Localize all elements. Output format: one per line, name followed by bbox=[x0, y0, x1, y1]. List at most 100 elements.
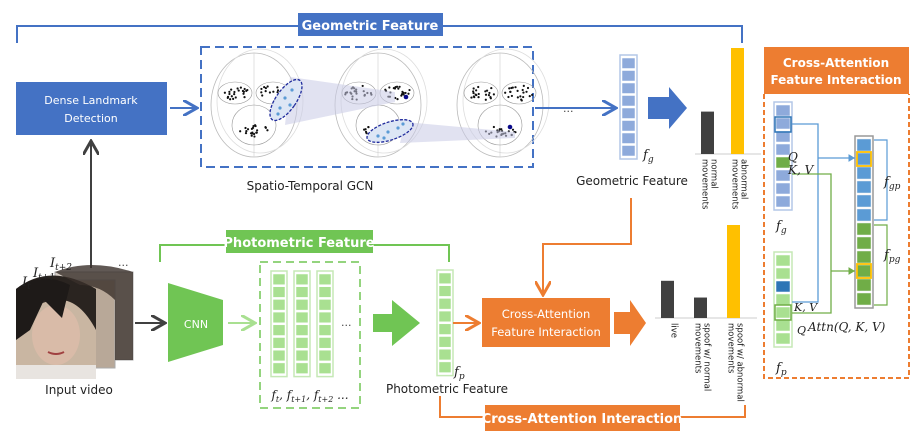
landmark-point bbox=[492, 125, 495, 129]
landmark-point bbox=[477, 85, 480, 89]
landmark-point bbox=[251, 132, 254, 135]
landmark-point bbox=[252, 124, 255, 128]
landmark-point bbox=[223, 91, 226, 94]
landmark-point bbox=[250, 127, 254, 130]
landmark-point bbox=[516, 96, 519, 99]
detail-output-cell bbox=[856, 166, 872, 180]
landmark-point bbox=[236, 87, 239, 90]
cross-attention-detail-panel: Cross-Attention Feature Interaction bbox=[763, 47, 910, 379]
detail-fp-symbol: fp bbox=[775, 361, 787, 378]
landmark-point bbox=[519, 95, 522, 98]
landmark-point bbox=[264, 87, 267, 90]
detail-output-frame bbox=[854, 135, 874, 309]
frame-vector-1-cell bbox=[295, 273, 309, 285]
frame-vector-2-cell bbox=[318, 349, 332, 362]
fusion-big-arrow bbox=[614, 300, 646, 346]
fp-cell bbox=[438, 348, 452, 361]
fg-cell bbox=[621, 57, 636, 69]
landmark-point bbox=[520, 99, 523, 102]
landmark-point bbox=[250, 134, 253, 137]
detail-fg-cell bbox=[775, 143, 791, 156]
frame-vector-2-frame bbox=[316, 270, 334, 378]
landmark-point bbox=[256, 129, 259, 132]
detail-fp-frame bbox=[773, 251, 793, 348]
landmark-point bbox=[272, 90, 275, 93]
landmark-point bbox=[263, 85, 266, 89]
landmark-point bbox=[266, 85, 269, 88]
frame-vector-0-cell bbox=[272, 273, 286, 285]
landmark-point bbox=[514, 86, 517, 89]
detail-output-cell bbox=[856, 292, 872, 306]
landmark-point bbox=[472, 95, 475, 98]
landmark-point bbox=[492, 93, 495, 96]
landmark-point bbox=[472, 87, 475, 90]
landmark-point bbox=[393, 87, 397, 90]
landmark-point bbox=[474, 93, 477, 96]
landmark-point bbox=[261, 94, 264, 97]
q-to-kv-link-green bbox=[792, 173, 832, 314]
graph-node bbox=[376, 134, 380, 138]
landmark-point bbox=[228, 92, 231, 96]
detail-output-cell bbox=[856, 250, 872, 264]
landmark-point bbox=[404, 91, 407, 95]
detail-fp-cell bbox=[775, 280, 791, 293]
landmark-point bbox=[528, 95, 531, 98]
fp-symbol: fp bbox=[453, 365, 465, 382]
landmark-point bbox=[244, 132, 248, 135]
landmark-point bbox=[498, 128, 501, 131]
tick-label: spoof w/ abnormal bbox=[735, 323, 745, 402]
geometric-feature-bracket: Geometric Feature bbox=[16, 13, 743, 43]
detail-fgp-symbol: fgp bbox=[883, 175, 901, 192]
detail-title-line2: Feature Interaction bbox=[770, 73, 901, 87]
landmark-point bbox=[367, 125, 370, 129]
landmark-point bbox=[266, 129, 269, 132]
landmark-point bbox=[252, 132, 256, 136]
detail-output-cell bbox=[856, 152, 872, 166]
landmark-point bbox=[239, 130, 242, 133]
landmark-point bbox=[510, 94, 514, 98]
highlight-node bbox=[507, 124, 513, 130]
landmark-point bbox=[477, 96, 480, 99]
detail-output-highlight-gp bbox=[856, 151, 872, 167]
landmark-point bbox=[395, 85, 399, 88]
landmark-point bbox=[229, 98, 232, 101]
landmark-point bbox=[233, 90, 236, 94]
landmark-point bbox=[234, 96, 237, 99]
bar-spoof-w-abnormal-movements bbox=[727, 225, 740, 318]
fg-cell bbox=[621, 70, 636, 82]
fp-cell bbox=[438, 298, 452, 310]
landmark-point bbox=[237, 89, 240, 92]
photometric-feature-header bbox=[226, 230, 373, 253]
face-outline-shadow bbox=[462, 48, 550, 154]
landmark-point bbox=[253, 135, 256, 138]
landmark-point bbox=[242, 90, 246, 93]
eye-region bbox=[463, 81, 499, 105]
frame-vector-1-cell bbox=[295, 324, 309, 336]
cross-attention-box bbox=[482, 298, 610, 347]
fg-cell bbox=[621, 107, 636, 119]
tick-label: movements bbox=[726, 323, 736, 374]
cross-attention-interaction-header bbox=[485, 405, 680, 431]
frame-vector-0-cell bbox=[272, 349, 286, 362]
detail-fg-cell bbox=[775, 182, 791, 195]
detail-output-highlight-pg bbox=[856, 263, 872, 279]
landmark-point bbox=[516, 89, 519, 92]
detail-output-cell bbox=[856, 222, 872, 236]
landmark-point bbox=[239, 86, 242, 89]
fg-cell bbox=[621, 132, 636, 144]
geometric-feature-header-text: Geometric Feature bbox=[302, 19, 439, 34]
cross-attention-box-line2: Feature Interaction bbox=[491, 325, 601, 339]
graph-node bbox=[396, 126, 400, 130]
landmark-point bbox=[525, 90, 528, 93]
landmark-point bbox=[407, 92, 410, 95]
landmark-point bbox=[397, 87, 400, 90]
detail-output-cell bbox=[856, 236, 872, 250]
cnn-block bbox=[168, 283, 223, 362]
frame-feature-vectors bbox=[270, 270, 334, 378]
detail-fg-query-highlight bbox=[774, 116, 792, 133]
landmark-point bbox=[264, 90, 267, 93]
frame-vector-2-cell bbox=[318, 362, 332, 374]
frame-vector-2-cell bbox=[318, 324, 332, 336]
tick-label: live bbox=[669, 323, 679, 338]
fg-vector bbox=[619, 54, 638, 160]
